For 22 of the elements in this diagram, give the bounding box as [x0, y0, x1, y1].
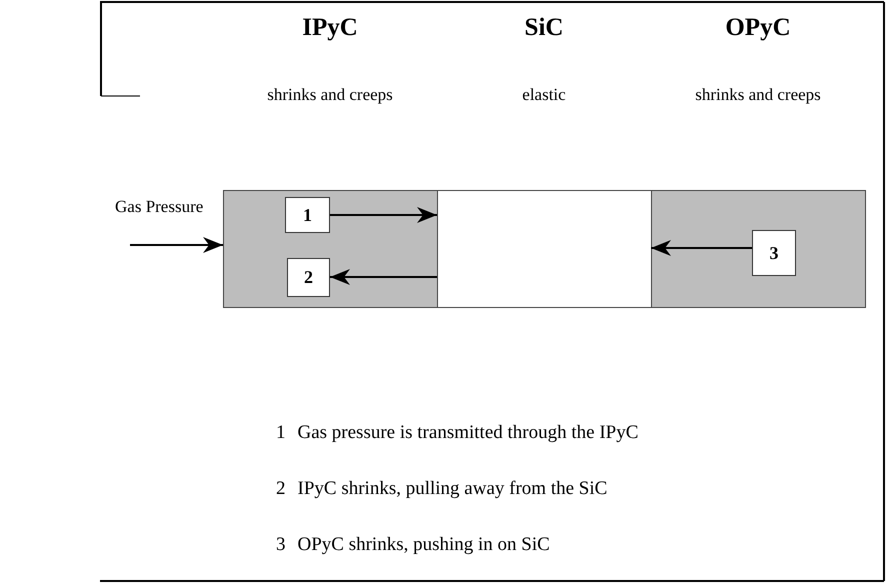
layer-band: [437, 190, 652, 308]
note-number: 3: [276, 533, 286, 557]
layer-band: [223, 190, 438, 308]
arrow: [330, 207, 437, 223]
note-text: OPyC shrinks, pushing in on SiC: [298, 533, 551, 557]
note-text: IPyC shrinks, pulling away from the SiC: [298, 477, 608, 501]
note-number: 1: [276, 421, 286, 445]
layer-heading: IPyC: [301, 13, 359, 43]
note-text: Gas pressure is transmitted through the IPyC: [298, 421, 638, 445]
number-box: 2: [287, 258, 330, 297]
arrow: [651, 240, 752, 256]
arrow: [130, 237, 223, 253]
layer-behavior: shrinks and creeps: [694, 84, 822, 106]
number-box: 1: [285, 197, 330, 233]
arrow: [330, 269, 437, 285]
layer-band: [651, 190, 866, 308]
number-box: 3: [752, 230, 796, 276]
layer-heading: OPyC: [724, 13, 792, 43]
note-number: 2: [276, 477, 286, 501]
layer-heading: SiC: [524, 13, 564, 43]
layer-behavior: elastic: [521, 84, 567, 106]
layer-behavior: shrinks and creeps: [266, 84, 394, 106]
